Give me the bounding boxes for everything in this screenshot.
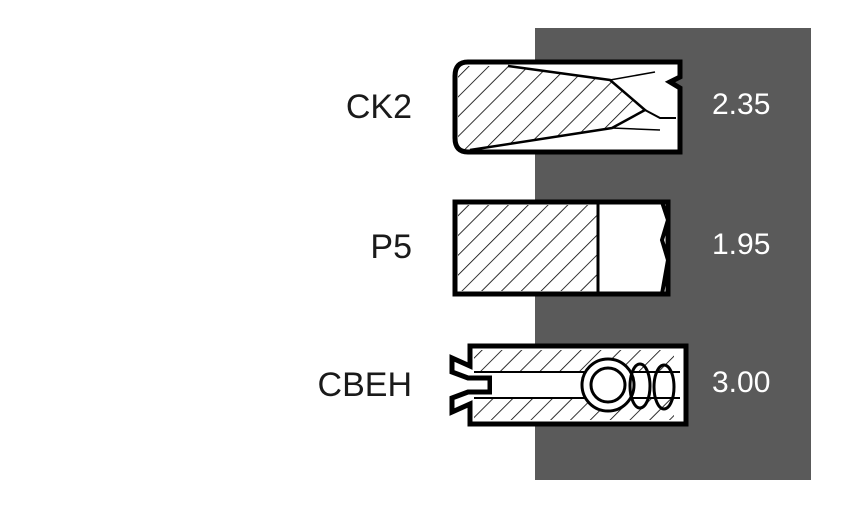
ring-value-cbeh: 3.00 xyxy=(712,366,771,399)
ring-value-ck2: 2.35 xyxy=(712,88,771,121)
rectangular-ring-profile-icon xyxy=(452,199,671,297)
ring-label-ck2: CK2 xyxy=(345,88,412,126)
ring-label-p5: P5 xyxy=(370,228,412,266)
oil-ring-expander-profile-icon xyxy=(449,343,689,427)
ring-label-cbeh: CBEH xyxy=(317,366,412,404)
ring-value-p5: 1.95 xyxy=(712,228,771,261)
compression-ring-taper-profile-icon xyxy=(452,59,683,155)
